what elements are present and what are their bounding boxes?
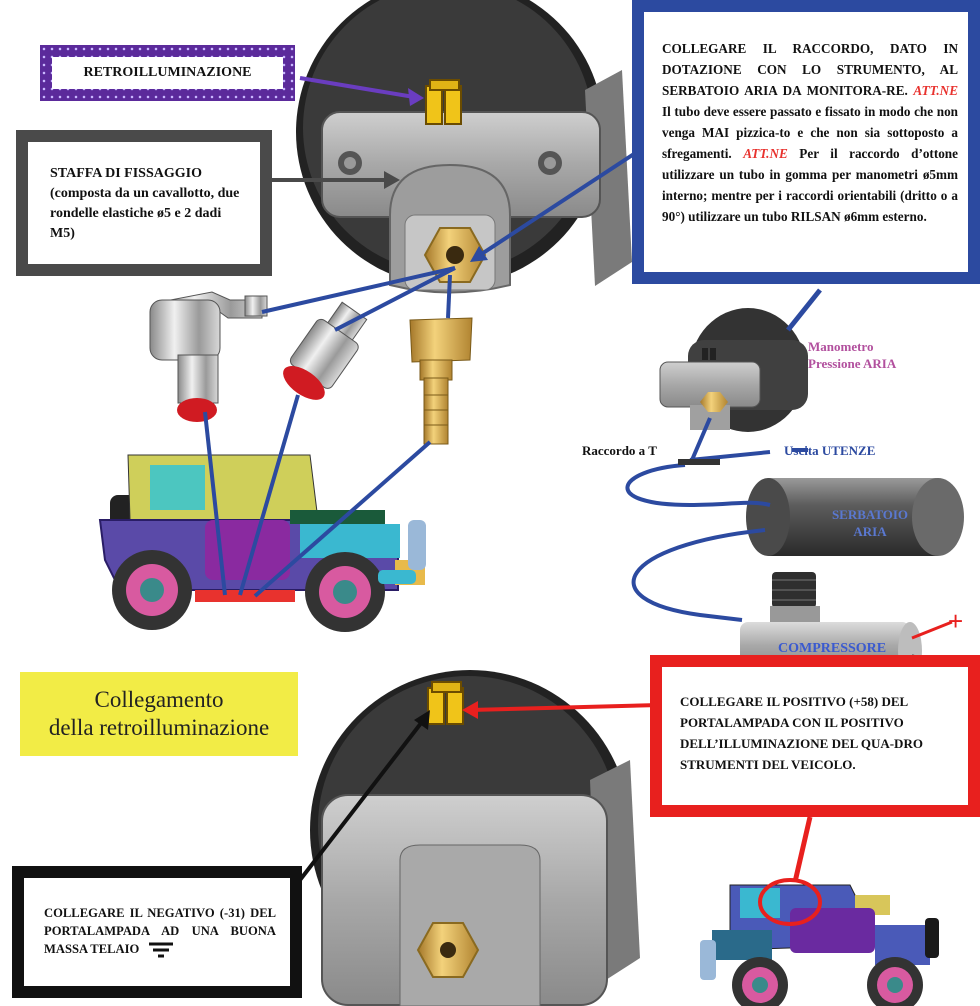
att-note-2: ATT.NE <box>743 146 788 161</box>
fitting-90-icon <box>149 291 268 422</box>
collegamento-title: Collegamento della retroilluminazione <box>20 672 298 756</box>
plus-sign: + <box>948 606 964 636</box>
positive-arrow <box>469 703 661 712</box>
negative-arrowhead <box>414 710 430 730</box>
fitting-straight-icon <box>283 301 368 400</box>
negativo-text: COLLEGARE IL NEGATIVO (-31) DEL PORTALAM… <box>44 904 276 958</box>
negativo-box: COLLEGARE IL NEGATIVO (-31) DEL PORTALAM… <box>12 866 302 998</box>
air-pipes <box>625 417 771 622</box>
uscita-utenze-label: Uscita UTENZE <box>784 443 876 458</box>
collegare-raccordo-text: COLLEGARE IL RACCORDO, DATO IN DOTAZIONE… <box>662 38 958 227</box>
collegamento-line2: della retroilluminazione <box>48 715 270 740</box>
manometro-line2: Pressione ARIA <box>808 356 897 371</box>
att-note-1: ATT.NE <box>913 83 959 98</box>
tank-icon <box>746 478 964 556</box>
negative-arrow <box>298 716 427 882</box>
retroilluminazione-label: RETROILLUMINAZIONE <box>52 57 283 89</box>
gauge-bottom <box>310 670 640 1006</box>
serbatoio-label: SERBATOIO ARIA <box>810 506 930 540</box>
staffa-label: STAFFA DI FISSAGGIO (composta da un cava… <box>50 166 240 241</box>
retroilluminazione-label-box: RETROILLUMINAZIONE <box>40 45 295 101</box>
bulb-holder-top <box>425 79 462 125</box>
positivo-box: COLLEGARE IL POSITIVO (+58) DEL PORTALAM… <box>650 655 980 817</box>
raccordo-t-label: Raccordo a T <box>582 443 657 458</box>
bulb-holder-bottom <box>427 681 464 725</box>
gauge-top <box>296 0 632 294</box>
serbatoio-line2: ARIA <box>853 524 887 539</box>
manometro-line1: Manometro <box>808 339 874 354</box>
highlight-circle <box>758 878 822 926</box>
positive-wire <box>911 620 953 640</box>
connector-lines <box>203 76 822 598</box>
negativo-label: COLLEGARE IL NEGATIVO (-31) DEL PORTALAM… <box>44 906 276 956</box>
red-pointer <box>792 816 813 883</box>
collegare-p2: Il tubo deve essere passato e fissato in… <box>662 104 958 161</box>
collegare-raccordo-box: COLLEGARE IL RACCORDO, DATO IN DOTAZIONE… <box>632 0 980 284</box>
staffa-label-box: STAFFA DI FISSAGGIO (composta da un cava… <box>16 130 272 276</box>
collegamento-line1: Collegamento <box>94 687 224 712</box>
ground-symbol-icon <box>149 942 174 958</box>
collegare-p3: Per il raccordo d’ottone utilizzare un t… <box>662 146 958 224</box>
serbatoio-line1: SERBATOIO <box>831 507 909 522</box>
gauge-small <box>659 308 808 432</box>
manometro-label: Manometro Pressione ARIA <box>808 338 896 372</box>
collegare-p1: COLLEGARE IL RACCORDO, DATO IN DOTAZIONE… <box>662 41 958 98</box>
positive-arrowhead <box>462 701 478 719</box>
positivo-text: COLLEGARE IL POSITIVO (+58) DEL PORTALAM… <box>680 694 923 772</box>
jeep-icon <box>98 454 426 632</box>
compressore-label: COMPRESSORE <box>778 641 887 656</box>
jeep-small-icon <box>700 878 939 1006</box>
fitting-brass-icon <box>409 317 473 445</box>
